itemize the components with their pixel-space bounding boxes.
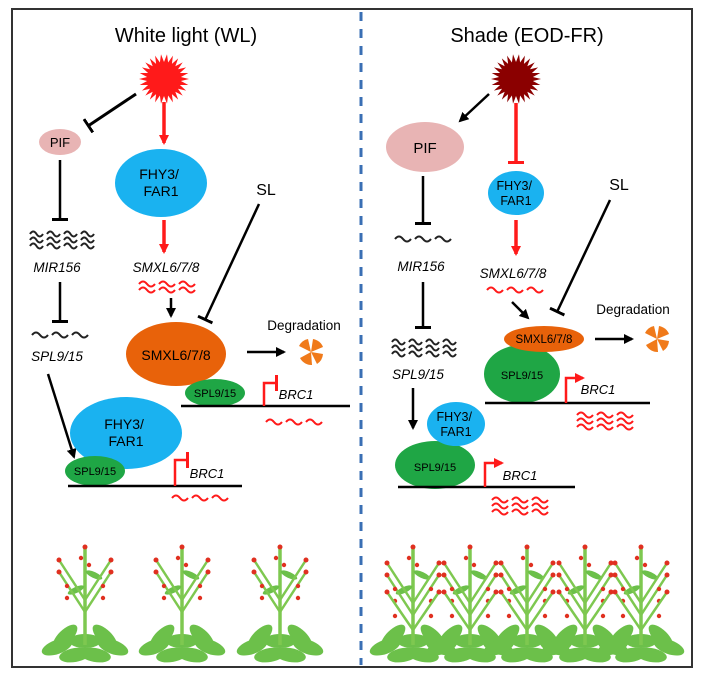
- plant-icon: [426, 544, 514, 663]
- brc1-promoter-mark-lower: [173, 452, 189, 486]
- fhy3-far1-node-lower: [427, 402, 485, 446]
- plant-icon: [41, 544, 129, 663]
- plant-icon: [483, 544, 571, 663]
- panel-title-wl: White light (WL): [115, 25, 257, 47]
- smxl-protein-node: [504, 326, 584, 352]
- pif-label: PIF: [50, 135, 70, 150]
- mir156-transcript-mark: [394, 235, 452, 243]
- brc1-label-lower: BRC1: [503, 468, 538, 483]
- fhy3-far1-node-lower: [70, 397, 182, 469]
- smxl-transcript-mark: [486, 286, 544, 294]
- brc1-transcript-mark-upper: [576, 411, 634, 431]
- pif-node: [386, 122, 464, 172]
- plant-icon: [236, 544, 324, 663]
- sl-label: SL: [256, 182, 276, 199]
- spl-protein-node-lower: [395, 441, 475, 489]
- light-burst-icon: [491, 54, 541, 104]
- spl-protein-node-lower: [65, 456, 125, 486]
- mir156-transcript-mark: [29, 230, 95, 250]
- brc1-label-lower: BRC1: [190, 466, 225, 481]
- inhibit-sl-smxl: [197, 203, 261, 325]
- brc1-promoter-mark-lower: [483, 458, 504, 487]
- plant-icon: [138, 544, 226, 663]
- plant-icon: [597, 544, 685, 663]
- brc1-promoter-mark-upper: [564, 373, 585, 403]
- figure-frame: [11, 8, 693, 668]
- inhibit-light-pif: [82, 92, 137, 134]
- pif-node: [39, 129, 81, 155]
- fhy3-far1-label-lower: FHY3/ FAR1: [437, 410, 476, 439]
- spl-protein-label-upper: SPL9/15: [194, 388, 236, 400]
- mir156-label: MIR156: [33, 260, 81, 275]
- brc1-transcript-mark-lower: [171, 494, 229, 502]
- brc1-transcript-mark-lower: [491, 496, 549, 516]
- activate-smxl-gene-protein: [511, 301, 530, 320]
- brc1-transcript-mark-upper: [265, 418, 323, 426]
- sl-label: SL: [609, 177, 629, 194]
- spl-protein-label-upper: SPL9/15: [501, 370, 543, 382]
- spl-transcript-mark: [31, 331, 89, 339]
- brc1-label-upper: BRC1: [279, 387, 314, 402]
- fhy3-far1-label: FHY3/ FAR1: [497, 179, 536, 208]
- spl-protein-label-lower: SPL9/15: [414, 462, 456, 474]
- fhy3-far1-label-lower: FHY3/ FAR1: [104, 416, 148, 449]
- smxl-protein-label: SMXL6/7/8: [141, 347, 210, 363]
- smxl-transcript-mark: [138, 280, 196, 294]
- smxl-gene-label: SMXL6/7/8: [480, 266, 547, 281]
- panel-white-light: White light (WL) PIF FHY3/ FAR1 SMXL6/7/…: [29, 25, 350, 663]
- smxl-gene-label: SMXL6/7/8: [133, 260, 200, 275]
- fhy3-far1-node: [115, 149, 207, 217]
- degradation-label: Degradation: [596, 302, 670, 317]
- degradation-icon: [299, 339, 323, 366]
- mir156-label: MIR156: [397, 259, 445, 274]
- brc1-label-upper: BRC1: [581, 382, 616, 397]
- spl-gene-label: SPL9/15: [392, 367, 444, 382]
- degradation-label: Degradation: [267, 318, 341, 333]
- pif-label: PIF: [413, 140, 436, 157]
- spl-protein-label-lower: SPL9/15: [74, 466, 116, 478]
- fhy3-far1-node: [488, 171, 544, 215]
- fhy3-far1-label: FHY3/ FAR1: [139, 166, 183, 199]
- panel-title-shade: Shade (EOD-FR): [450, 25, 603, 47]
- plant-icon: [369, 544, 457, 663]
- light-burst-icon: [139, 54, 189, 104]
- activate-light-pif: [458, 93, 490, 123]
- smxl-protein-node: [126, 322, 226, 386]
- smxl-protein-label: SMXL6/7/8: [516, 334, 573, 346]
- degradation-icon: [645, 326, 669, 353]
- spl-gene-label: SPL9/15: [31, 349, 83, 364]
- brc1-promoter-mark-upper: [262, 375, 278, 406]
- spl-protein-node-upper: [185, 379, 245, 407]
- activate-spl-complex: [46, 373, 77, 459]
- spl-protein-node-upper: [484, 345, 560, 403]
- inhibit-sl-smxl: [549, 199, 612, 317]
- panel-shade: Shade (EOD-FR) PIF FHY3/ FAR1 SMXL6/7/8 …: [369, 25, 685, 663]
- spl-transcript-mark: [391, 338, 457, 358]
